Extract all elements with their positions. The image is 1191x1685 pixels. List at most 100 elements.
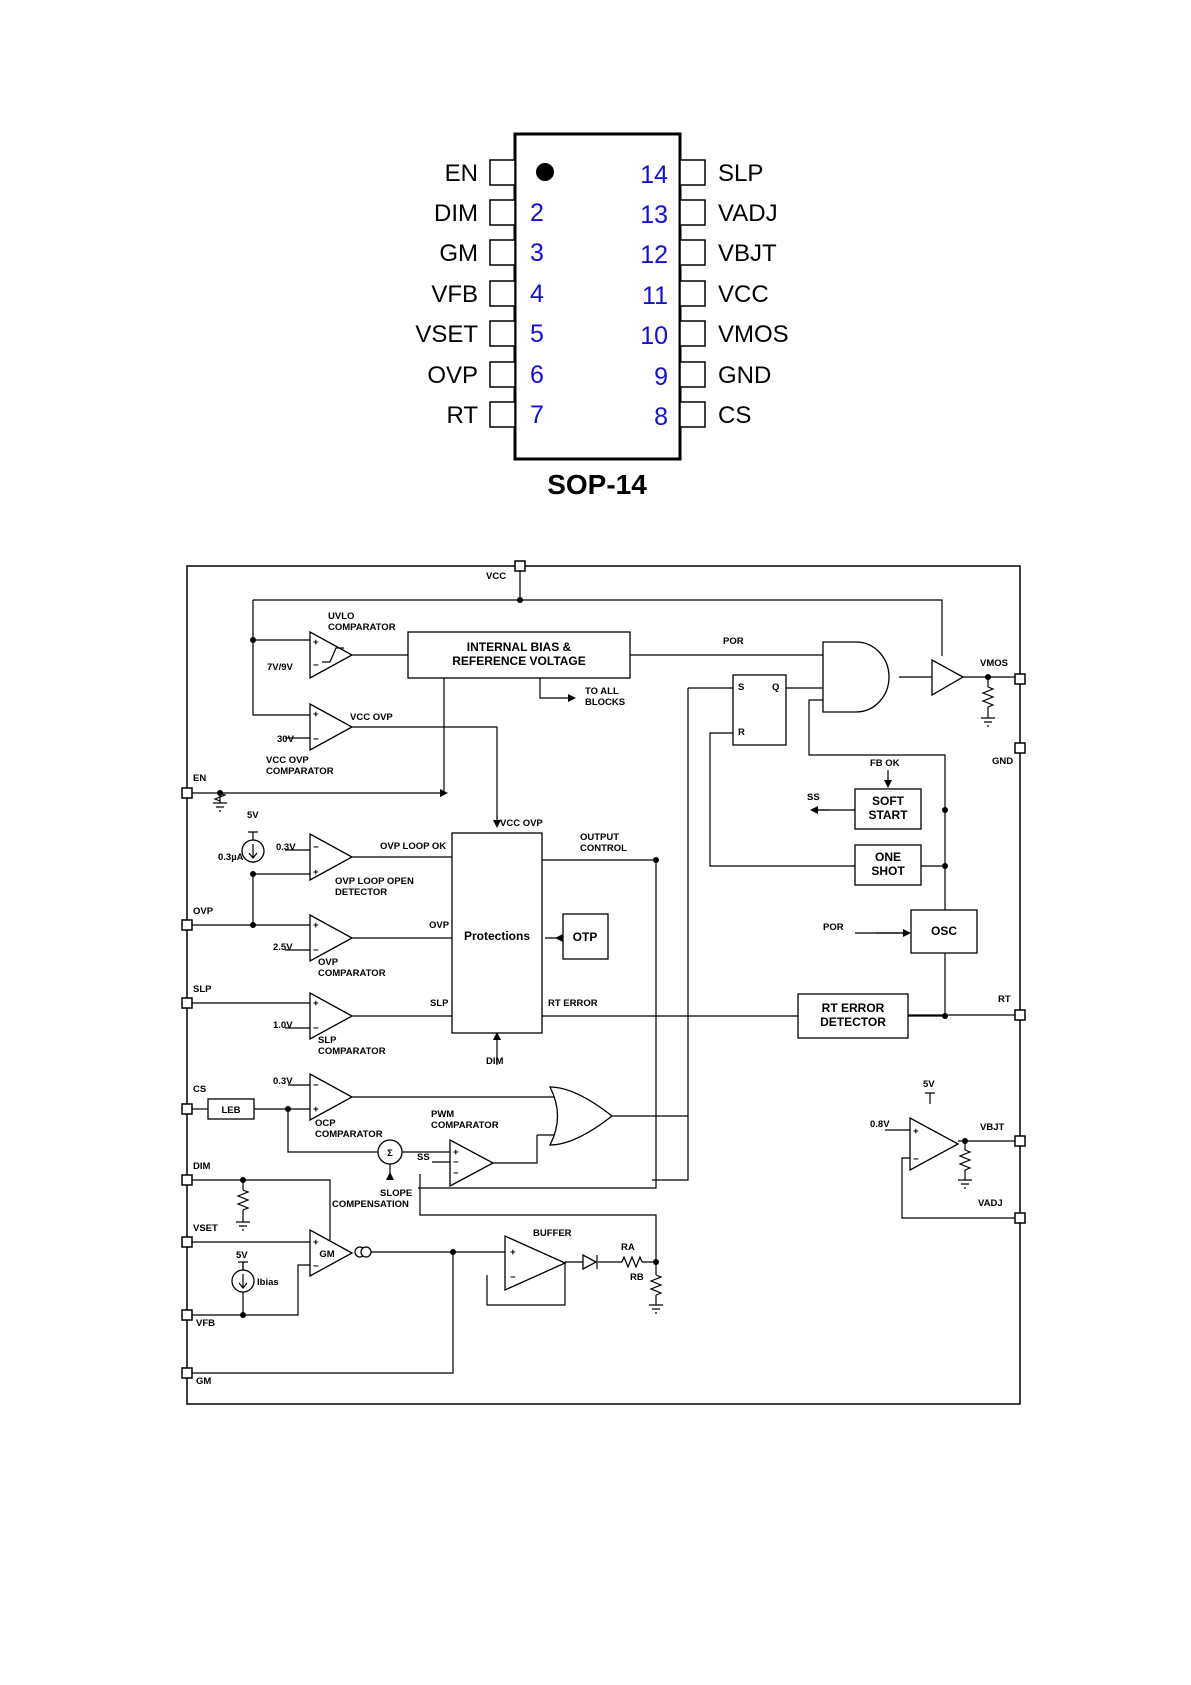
arrow-right-icon bbox=[568, 694, 576, 702]
pin-name: DIM bbox=[434, 200, 478, 227]
vbjt-label: VBJT bbox=[980, 1122, 1004, 1133]
pin-name: VBJT bbox=[718, 240, 777, 267]
svg-text:5V: 5V bbox=[236, 1250, 248, 1261]
pin-name: VADJ bbox=[718, 200, 778, 227]
svg-text:COMPARATOR: COMPARATOR bbox=[318, 968, 386, 979]
hysteresis-icon bbox=[322, 647, 344, 663]
vcc-ovp-comparator bbox=[309, 702, 354, 752]
one-shot-block bbox=[854, 844, 922, 886]
rt-error-detector-block bbox=[797, 993, 909, 1039]
arrow-left-icon bbox=[555, 934, 563, 942]
svg-text:−: − bbox=[313, 1080, 319, 1091]
pin-name: OVP bbox=[427, 362, 478, 389]
svg-text:OVP LOOP OK: OVP LOOP OK bbox=[380, 841, 446, 852]
svg-text:30V: 30V bbox=[277, 734, 295, 745]
svg-text:5V: 5V bbox=[247, 810, 259, 821]
svg-text:+: + bbox=[313, 637, 319, 648]
pin-stub bbox=[489, 159, 516, 186]
pin-number: 12 bbox=[640, 241, 668, 269]
svg-text:−: − bbox=[313, 842, 319, 853]
buffer-amplifier bbox=[504, 1234, 567, 1292]
svg-text:0.3µA: 0.3µA bbox=[218, 852, 244, 863]
slp-label: SLP bbox=[193, 984, 212, 995]
arrow-left-icon bbox=[810, 806, 818, 814]
svg-text:COMPENSATION: COMPENSATION bbox=[332, 1199, 409, 1210]
pin-name: VMOS bbox=[718, 321, 789, 348]
svg-text:5V: 5V bbox=[923, 1079, 935, 1090]
chip-outline bbox=[186, 565, 1021, 1405]
uvlo-comparator bbox=[309, 630, 354, 680]
svg-text:+: + bbox=[313, 867, 319, 878]
pin-number: 5 bbox=[530, 320, 544, 348]
svg-text:+: + bbox=[313, 709, 319, 720]
dim-label: DIM bbox=[193, 1161, 211, 1172]
vbjt-pin-terminal bbox=[1014, 1135, 1026, 1147]
svg-text:+: + bbox=[453, 1147, 459, 1158]
package-title: SOP-14 bbox=[547, 469, 647, 500]
svg-text:+: + bbox=[313, 1237, 319, 1248]
pin-stub bbox=[489, 199, 516, 226]
cs-pin-terminal bbox=[181, 1103, 193, 1115]
arrow-right-icon bbox=[440, 789, 448, 797]
pin-name: VFB bbox=[431, 281, 478, 308]
gm-amplifier bbox=[309, 1228, 354, 1278]
svg-text:SLP: SLP bbox=[430, 998, 449, 1009]
pin-name: RT bbox=[446, 402, 478, 429]
svg-text:OVP LOOP OPEN: OVP LOOP OPEN bbox=[335, 876, 414, 887]
pin-stub bbox=[679, 239, 706, 266]
slp-comparator bbox=[309, 991, 354, 1041]
vcc-pin-terminal bbox=[514, 560, 526, 572]
ground-icon bbox=[981, 717, 995, 727]
ovp-pin-terminal bbox=[181, 919, 193, 931]
resistor-ra-icon bbox=[621, 1255, 643, 1269]
pin-number: 9 bbox=[654, 363, 668, 391]
gnd-pin-terminal bbox=[1014, 742, 1026, 754]
pin-number: 6 bbox=[530, 361, 544, 389]
svg-text:Protections: Protections bbox=[464, 929, 530, 943]
svg-text:COMPARATOR: COMPARATOR bbox=[315, 1129, 383, 1140]
svg-text:OTP: OTP bbox=[573, 930, 598, 944]
svg-text:BLOCKS: BLOCKS bbox=[585, 697, 625, 708]
svg-text:+: + bbox=[313, 1104, 319, 1115]
vadj-pin-terminal bbox=[1014, 1212, 1026, 1224]
slp-pin-terminal bbox=[181, 997, 193, 1009]
current-sources bbox=[231, 831, 935, 1293]
svg-text:OUTPUT: OUTPUT bbox=[580, 832, 619, 843]
junctions bbox=[217, 597, 991, 1318]
arrow-up-icon bbox=[386, 1172, 394, 1180]
svg-text:Ibias: Ibias bbox=[257, 1277, 279, 1288]
rt-pin-terminal bbox=[1014, 1009, 1026, 1021]
svg-text:SOFT: SOFT bbox=[872, 794, 905, 808]
svg-text:1.0V: 1.0V bbox=[273, 1020, 293, 1031]
ground-icon bbox=[958, 1179, 972, 1189]
pin-number: 3 bbox=[530, 239, 544, 267]
svg-text:−: − bbox=[313, 660, 319, 671]
svg-text:RA: RA bbox=[621, 1242, 635, 1253]
svg-text:POR: POR bbox=[823, 922, 844, 933]
svg-text:−: − bbox=[453, 1157, 459, 1168]
ground-icon bbox=[649, 1304, 663, 1314]
svg-text:+: + bbox=[313, 998, 319, 1009]
svg-text:−: − bbox=[313, 945, 319, 956]
left-pin-names: EN DIM GM VFB VSET OVP RT bbox=[415, 160, 478, 429]
svg-text:COMPARATOR: COMPARATOR bbox=[318, 1046, 386, 1057]
resistors bbox=[213, 686, 995, 1296]
right-pin-stubs bbox=[679, 159, 706, 428]
svg-text:SLOPE: SLOPE bbox=[380, 1188, 412, 1199]
svg-text:POR: POR bbox=[723, 636, 744, 647]
internal-bias-block bbox=[407, 631, 631, 679]
right-pin-names: SLP VADJ VBJT VCC VMOS GND CS bbox=[718, 160, 789, 429]
ovp-label: OVP bbox=[193, 906, 214, 917]
vbjt-amplifier bbox=[909, 1116, 960, 1172]
ground-icon bbox=[236, 1221, 250, 1231]
resistor-rb-icon bbox=[649, 1274, 663, 1296]
svg-text:BUFFER: BUFFER bbox=[533, 1228, 572, 1239]
svg-text:−: − bbox=[313, 1023, 319, 1034]
protections-block bbox=[451, 832, 543, 1034]
block-diagram: VCC VMOS GND RT VBJT VADJ EN OVP SLP CS … bbox=[181, 560, 1026, 1405]
resistor-icon bbox=[213, 792, 227, 802]
resistor-icon bbox=[981, 686, 995, 708]
pin-stub bbox=[489, 401, 516, 428]
cs-label: CS bbox=[193, 1084, 206, 1095]
pin-name: VSET bbox=[415, 321, 478, 348]
